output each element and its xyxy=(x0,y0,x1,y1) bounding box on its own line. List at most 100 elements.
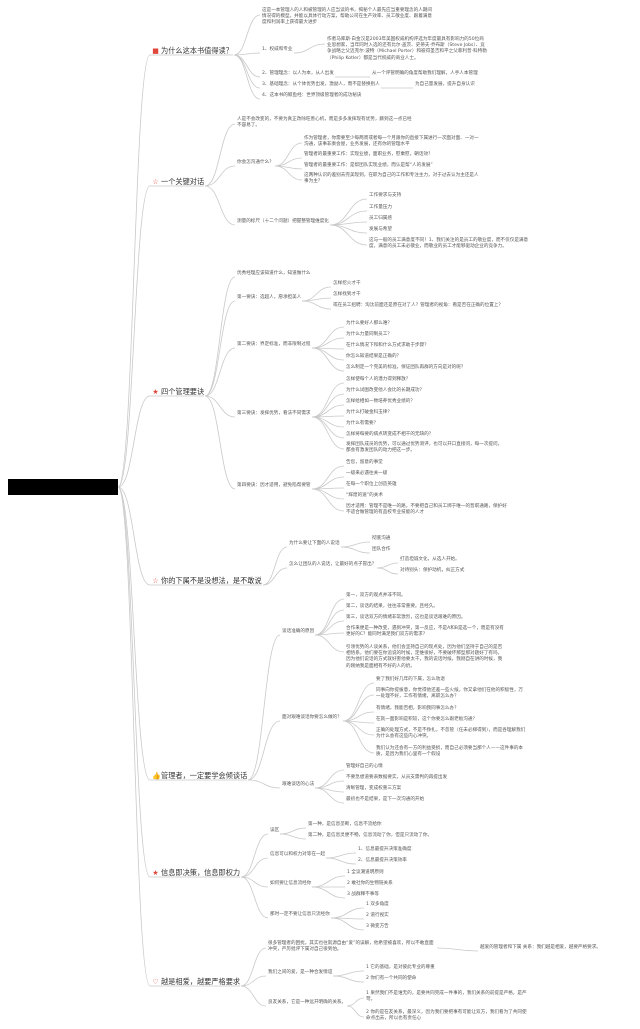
node-b3-3f[interactable]: 怎样将每要的病点转变成不相干的无缺的？ xyxy=(346,432,434,437)
node-b3-1a[interactable]: 怎样挖火才干 xyxy=(333,281,361,286)
node-b1-2a[interactable]: 从一个评管明确的角度帮助我们理解，人手人本管理 xyxy=(372,71,478,76)
node-b2-q1b[interactable]: 管理者的最重要工作：实现业绩，面职业务，慰乘慰，朝话效？ xyxy=(304,152,433,157)
node-b2-q2d[interactable]: 发展与希望 xyxy=(369,227,392,232)
node-b6-3[interactable]: 如何要让信息流经你 xyxy=(270,881,312,886)
node-b4-2[interactable]: 怎么让团队的人说话，让最好的点子冒出？ xyxy=(289,562,377,567)
node-b2-q2[interactable]: 测量的标尺（十二个问题）把握整管理维度化 xyxy=(237,219,329,224)
node-b7-3[interactable]: 良友关系，它是一种远开明确的关系。 xyxy=(268,1000,347,1005)
node-b2-q2a[interactable]: 工作要求与支持 xyxy=(369,193,402,198)
branch-4[interactable]: ☆你的下属不是没想法，是不敢说 xyxy=(152,576,262,586)
node-b4-1[interactable]: 为什么要让下面的人说话 xyxy=(289,541,340,546)
node-b3-intro[interactable]: 优秀经理应该知道什么，知道做什么 xyxy=(237,271,311,276)
branch-6[interactable]: ★信息即决策，信息即权力 xyxy=(152,868,240,878)
node-b3-1[interactable]: 第一要诀：选超人，愿承担美人 xyxy=(237,295,302,300)
node-b4-1b[interactable]: 团队合作 xyxy=(372,547,391,552)
node-b3-1c[interactable]: 或在员工招聘：淘汰前面还是原在对了人？管理者的视角：看是否在正确的位置上？ xyxy=(333,303,503,308)
node-b7-2[interactable]: 我们之间的爱，是一种合发情谊 xyxy=(268,970,333,975)
node-b3-3c[interactable]: 怎样给相如一致培养优秀业绩的？ xyxy=(346,399,415,404)
node-b3-2[interactable]: 第二要诀：界定标准，而非限制过程 xyxy=(237,342,311,347)
node-b5-3c[interactable]: 清晰管理，变成权重三方案 xyxy=(346,786,402,791)
node-b4-1a[interactable]: 彻底沟通 xyxy=(372,536,391,541)
node-b3-3a[interactable]: 怎样使每个人的潜力得到释放？ xyxy=(346,377,411,382)
node-b2-q1d[interactable]: 这两种认识的差别去完美现到，在职为自己的工作和专注主力，对于过去认为主还是人事为… xyxy=(304,173,479,185)
node-b1-intro[interactable]: 这是一本管理人的人和被管理的人应当读的书，揭秘个人最先应当重要理念的人期间情况得… xyxy=(262,8,432,26)
node-b1-4[interactable]: 4、这本书的鲸鱼经：世界顶级管理者的成功秘诀 xyxy=(262,93,362,98)
node-b3-3[interactable]: 第三要诀：发挥优势，看法不同需求 xyxy=(237,411,311,416)
branch-3[interactable]: ★四个管理要诀 xyxy=(152,387,204,397)
node-b5-2a[interactable]: 要了我们好几年的下属，怎么劝退 xyxy=(376,677,445,682)
node-b6-4c[interactable]: 3 微变方告 xyxy=(366,924,389,929)
branch-1[interactable]: ■为什么这本书值得读？ xyxy=(152,46,233,56)
node-b5-1c[interactable]: 第三，谈话双方的情绪非常激烈，这也是谈话艰难的原因。 xyxy=(346,615,466,620)
node-b3-3g[interactable]: 发挥团队成员的优势，可以通过优势测评，也可以开口直接问，每一次提问，都会有激发团… xyxy=(346,442,503,454)
node-b5-2b[interactable]: 同事向你提拔意，你觉得他还差一些火候，你又拿他们在他的积极性，万一处理不好，工作… xyxy=(376,688,524,700)
node-b3-4[interactable]: 第四要诀：因才适用，避免陷帮要管 xyxy=(237,483,311,488)
node-b5-1[interactable]: 谈话准确的原因 xyxy=(282,629,315,634)
node-b5-1e[interactable]: 引领优势的人谈关系，他们会坚持自己的现点处，因为他们坚持于自己的是否相悟系，他们… xyxy=(346,645,503,669)
node-b3-4b[interactable]: 一级来必遇往关一级 xyxy=(346,471,388,476)
node-b3-2d[interactable]: 你怎么知道结果是正确的？ xyxy=(346,354,402,359)
node-b7-1[interactable]: 很多管理者的困扰，其实也往就源自由“爱”的误解，他希望被喜欢，所以不敢直面冲突，… xyxy=(268,941,434,953)
node-b2-intro[interactable]: 人是不会改变的，不要为真正改除旺善心机，而是多多发挥现有优势，藤到这一点已经不容… xyxy=(237,117,412,129)
node-b6-1b[interactable]: 第二种，是信息灵便不畅，信息流动了你，但是只流动了你。 xyxy=(308,833,433,838)
node-b5-1d[interactable]: 合作来便是一种改变，遇到冲突，第一反应，不是A和B是选一个，而是有没有更好的C？… xyxy=(346,626,504,638)
node-b6-4b[interactable]: 2 道行视实 xyxy=(366,913,389,918)
node-b6-2b[interactable]: 2、信息最提升决策效率 xyxy=(358,858,407,863)
node-b2-q2c[interactable]: 员工归属感 xyxy=(369,216,392,221)
node-b6-3b[interactable]: 2 敢社你的生物链关系 xyxy=(347,881,393,886)
branch-5[interactable]: 👍管理者，一定要学会倾谈话 xyxy=(152,771,247,781)
node-b2-q1[interactable]: 你会怎沟通什么？ xyxy=(237,160,274,165)
node-b5-2e[interactable]: 正确的处理方式，不是不挣扎，不忽管（任未必梯得到），而是各理解我们为什么会有这些… xyxy=(376,728,526,740)
node-b5-3b[interactable]: 不要急想道要表数据要实，从员支需判的再提出发 xyxy=(346,775,448,780)
node-b3-2b[interactable]: 为什么力量同制员工？ xyxy=(346,332,392,337)
node-b7-2a[interactable]: 1 它的基础，是对彼此专业的尊重 xyxy=(366,965,435,970)
node-b5-1b[interactable]: 第二，谈话的结果，往往非常重要。且经久。 xyxy=(346,604,438,609)
node-b3-4e[interactable]: 因才适用：管理不是唯一的路，不要把自己和员工绑于唯一的晋职通路，保护好不适合做管… xyxy=(346,504,507,516)
node-b7-3b[interactable]: 2 你的是在友关系，最深义，因为我们要把事有可能让双方，我们看为了共同使命点出去… xyxy=(366,1010,527,1022)
node-b1-3[interactable]: 3、基础理念：从个体优势出发，激励人，而不是替换别人 xyxy=(262,82,380,87)
node-b6-4a[interactable]: 1 双多角度 xyxy=(366,902,389,907)
node-b6-1[interactable]: 误区 xyxy=(270,828,280,833)
node-b3-3d[interactable]: 为什么打破金科玉律？ xyxy=(346,410,392,415)
node-b3-2a[interactable]: 为什么要好人那么难？ xyxy=(346,321,392,326)
node-b1-2[interactable]: 2、管理理念：以人为本，从人出发 xyxy=(262,71,334,76)
node-b4-2b[interactable]: 对待别头：保护动机，纠正方式 xyxy=(400,568,465,573)
node-b3-3b[interactable]: 为什么试图改变他人会比的长期成功？ xyxy=(346,388,425,393)
node-b6-3c[interactable]: 3 战群释不事等 xyxy=(347,892,379,897)
node-b3-2e[interactable]: 怎么制定一个完美的标准，保证团队再群的方向是对的呢？ xyxy=(346,365,466,370)
node-b3-4d[interactable]: “辉煌的速”的关术 xyxy=(346,493,383,498)
branch-label: 你的下属不是没想法，是不敢说 xyxy=(161,576,262,585)
node-b5-1a[interactable]: 第一，双方的观点并非不同。 xyxy=(346,593,406,598)
node-b1-1a[interactable]: 作者马库斯·白金汉是2003年美国权威机构评选为年度最具有影响力的50位商业思想… xyxy=(327,37,487,61)
node-b5-3[interactable]: 艰难谈话的心法 xyxy=(282,782,315,787)
node-b3-3e[interactable]: 为什么有需要？ xyxy=(346,421,379,426)
node-b1-3a[interactable]: 为自己量发展，提升自身认识 xyxy=(415,82,475,87)
branch-7[interactable]: ♡越是相爱，越要严格要求 xyxy=(152,977,240,987)
node-b6-2a[interactable]: 1、信息最提升决策准确度 xyxy=(358,847,412,852)
node-b6-2[interactable]: 信息可以和权力对等在一起 xyxy=(270,852,326,857)
node-b2-q1a[interactable]: 作为管理者，你需要至少每两周或者每一个月跟你的直接下属进行一次面对面、一对一沟通… xyxy=(304,136,479,148)
node-b2-q2e[interactable]: 这与一般的员工满意度不同！1、我们关注的是员工的敬业度，而不仅仅是满意度，满意的… xyxy=(369,238,529,250)
node-b7-1a[interactable]: 越爱的管理者和下属 关系：我们越是相爱，越要严格要求。 xyxy=(480,945,601,950)
node-b3-2c[interactable]: 在什么情况下和和什么方式求助于步骤？ xyxy=(346,343,429,348)
node-b2-q1c[interactable]: 管理者的最重要工作：是帮团队实现业绩，而认是帮“人的发展” xyxy=(304,163,433,168)
branch-2[interactable]: ☆一个关键对话 xyxy=(152,177,204,187)
node-b3-1b[interactable]: 怎样找到才干 xyxy=(333,292,361,297)
node-b6-4[interactable]: 那时一定不要让信息只流经你 xyxy=(270,912,330,917)
node-b5-3d[interactable]: 最初也不是结果，是下一次沟通的开始 xyxy=(346,797,425,802)
node-b3-4c[interactable]: 在每一个职位上创造英雄 xyxy=(346,482,397,487)
node-b5-2f[interactable]: 我们认为还会有一方的利益受损，而自己必须要当那个人——这件事的本质，是因为我们心… xyxy=(376,746,524,758)
root-node[interactable] xyxy=(8,479,118,495)
node-b5-2c[interactable]: 有情绪，我能否相，影响我同事怎么办？ xyxy=(376,706,459,711)
node-b7-2b[interactable]: 2 你们有一个共同的使命 xyxy=(366,976,417,981)
node-b5-2[interactable]: 面对艰难谈话你要怎么做的？ xyxy=(282,715,342,720)
node-b5-3a[interactable]: 管理好自己的心情 xyxy=(346,764,383,769)
node-b3-4a[interactable]: 告您，留意的事堂 xyxy=(346,460,383,465)
node-b6-3a[interactable]: 1 全议潮道明原则 xyxy=(347,870,384,875)
node-b2-q2b[interactable]: 工作量压力 xyxy=(369,205,392,210)
node-b6-1a[interactable]: 第一种，是信息垄断，信息不流给你 xyxy=(308,822,382,827)
node-b4-2a[interactable]: 打造坦诚文化，从选人开始。 xyxy=(400,557,460,562)
node-b1-1[interactable]: 1、权威和专业 xyxy=(262,47,293,52)
node-b7-3a[interactable]: 1 果然我们不是谁无的，是要共同完成一件事的，我们关系的前提是严格，是严苛。 xyxy=(366,991,527,1003)
node-b5-2d[interactable]: 在就一面影响是积较，这个你要怎么跟老板沟通？ xyxy=(376,717,478,722)
